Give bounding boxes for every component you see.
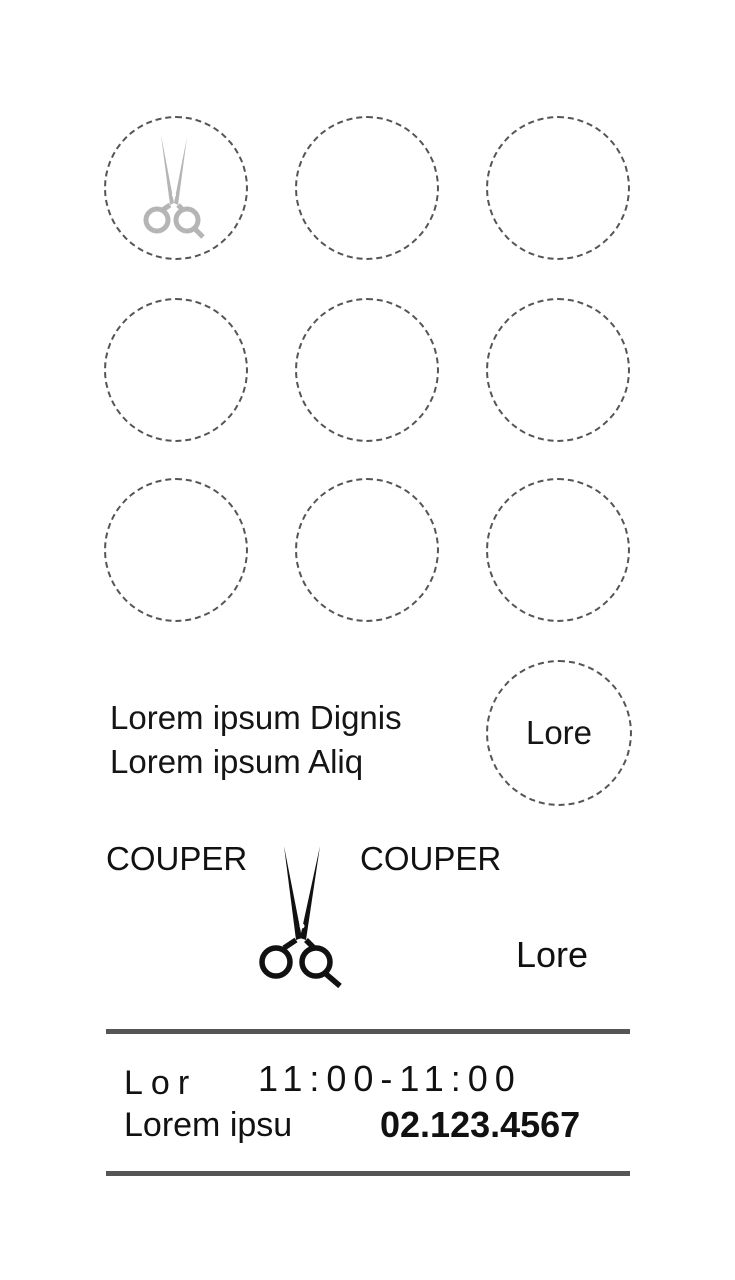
reward-label: Lore bbox=[525, 714, 593, 751]
phone-label: Lorem ipsu bbox=[124, 1106, 293, 1144]
hours-value: 11:00-11:00 bbox=[258, 1058, 522, 1099]
stamp-grid bbox=[104, 116, 632, 624]
hours-label: Lor bbox=[124, 1064, 198, 1102]
stamp-slot-4[interactable] bbox=[104, 298, 248, 442]
info-text: Lorem ipsum Dignis Lorem ipsum Aliq bbox=[110, 696, 402, 784]
stamp-slot-7[interactable] bbox=[104, 478, 248, 622]
info-line-2: Lorem ipsum Aliq bbox=[110, 743, 364, 780]
stamp-slot-8[interactable] bbox=[295, 478, 439, 622]
stamp-slot-1[interactable] bbox=[104, 116, 248, 260]
cut-label-right: COUPER bbox=[360, 840, 502, 877]
stamp-slot-6[interactable] bbox=[486, 298, 630, 442]
scissors-icon bbox=[259, 846, 342, 989]
stamp-slot-3[interactable] bbox=[486, 116, 630, 260]
stamp-slot-2[interactable] bbox=[295, 116, 439, 260]
reward-stamp[interactable]: Lore bbox=[486, 660, 632, 806]
divider-top bbox=[106, 1029, 630, 1034]
stamp-slot-5[interactable] bbox=[295, 298, 439, 442]
scissors-icon bbox=[143, 135, 205, 239]
divider-bottom bbox=[106, 1171, 630, 1176]
info-line-1: Lorem ipsum Dignis bbox=[110, 699, 402, 736]
cut-label-left: COUPER bbox=[106, 840, 248, 877]
stamp-slot-9[interactable] bbox=[486, 478, 630, 622]
phone-number[interactable]: 02.123.4567 bbox=[380, 1104, 581, 1145]
side-label: Lore bbox=[516, 934, 589, 975]
